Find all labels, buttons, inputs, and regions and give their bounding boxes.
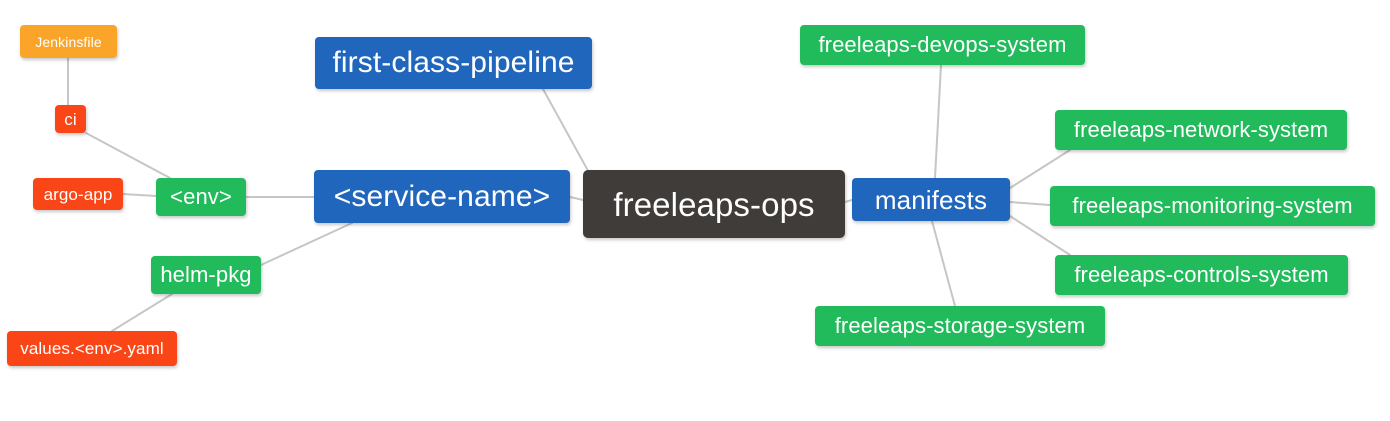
node-label: ci — [64, 109, 77, 129]
node-label: freeleaps-monitoring-system — [1072, 193, 1353, 218]
edge-helm-pkg-to-values-env-yaml — [111, 293, 173, 332]
node-freeleaps-monitoring-system[interactable]: freeleaps-monitoring-system — [1050, 186, 1375, 226]
node-env[interactable]: <env> — [156, 178, 246, 216]
node-label: freeleaps-storage-system — [834, 313, 1086, 338]
edge-freeleaps-ops-to-manifests — [844, 199, 853, 203]
edge-manifests-to-freeleaps-devops-system — [934, 64, 942, 179]
node-label: <service-name> — [333, 179, 551, 213]
edge-env-to-argo-app — [122, 193, 157, 197]
node-label: Jenkinsfile — [35, 33, 102, 50]
node-values-env-yaml[interactable]: values.<env>.yaml — [7, 331, 177, 366]
edge-manifests-to-freeleaps-network-system — [1009, 149, 1071, 189]
node-freeleaps-network-system[interactable]: freeleaps-network-system — [1055, 110, 1347, 150]
node-service-name[interactable]: <service-name> — [314, 170, 570, 223]
node-label: values.<env>.yaml — [20, 339, 164, 358]
node-helm-pkg[interactable]: helm-pkg — [151, 256, 261, 294]
node-ci[interactable]: ci — [55, 105, 86, 133]
node-manifests[interactable]: manifests — [852, 178, 1010, 221]
node-label: first-class-pipeline — [332, 46, 575, 79]
node-freeleaps-storage-system[interactable]: freeleaps-storage-system — [815, 306, 1105, 346]
edge-manifests-to-freeleaps-monitoring-system — [1009, 201, 1051, 206]
node-first-class-pipeline[interactable]: first-class-pipeline — [315, 37, 592, 89]
node-freeleaps-devops-system[interactable]: freeleaps-devops-system — [800, 25, 1085, 65]
node-freeleaps-ops[interactable]: freeleaps-ops — [583, 170, 845, 238]
node-label: freeleaps-controls-system — [1074, 262, 1329, 287]
edge-service-name-to-helm-pkg — [260, 222, 353, 266]
edge-manifests-to-freeleaps-storage-system — [931, 220, 956, 307]
node-label: <env> — [170, 184, 232, 209]
edge-freeleaps-ops-to-first-class-pipeline — [542, 88, 593, 179]
node-label: freeleaps-network-system — [1073, 117, 1329, 142]
node-jenkinsfile[interactable]: Jenkinsfile — [20, 25, 117, 58]
edge-env-to-ci — [85, 132, 171, 179]
node-freeleaps-controls-system[interactable]: freeleaps-controls-system — [1055, 255, 1348, 295]
node-label: manifests — [874, 184, 988, 215]
edge-freeleaps-ops-to-service-name — [569, 196, 584, 201]
node-label: freeleaps-devops-system — [818, 32, 1067, 57]
node-label: freeleaps-ops — [613, 185, 815, 223]
node-label: helm-pkg — [160, 262, 252, 287]
node-argo-app[interactable]: argo-app — [33, 178, 123, 210]
node-label: argo-app — [43, 184, 113, 204]
